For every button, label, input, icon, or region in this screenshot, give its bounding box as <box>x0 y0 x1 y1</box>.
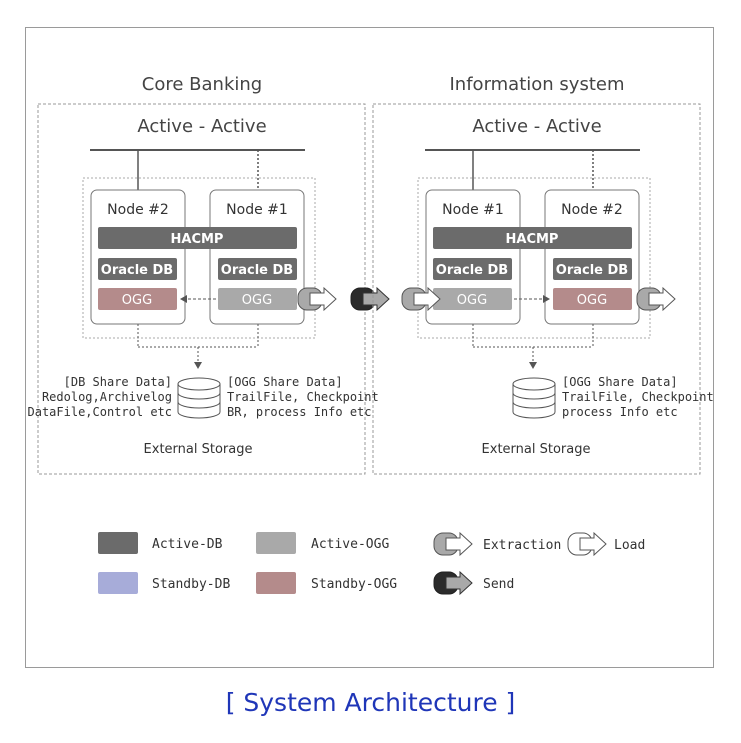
load-icon-in <box>401 287 441 311</box>
db-share-line1: Redolog,Archivelog <box>42 390 172 404</box>
db-share-line2: DataFile,Control etc <box>28 405 173 419</box>
legend-swatch-active-ogg <box>256 532 296 554</box>
information-system-cluster-boundary <box>417 177 651 339</box>
is-ogg-node2-label: OGG <box>577 293 607 308</box>
hacmp-bar <box>98 227 297 249</box>
legend-swatch-active-db <box>98 532 138 554</box>
database-storage-icon <box>177 377 221 419</box>
ogg-node2-standby <box>98 288 177 310</box>
is-hacmp-bar <box>433 227 632 249</box>
is-oracle-db-node1 <box>433 258 512 280</box>
is-node1-label: Node #1 <box>442 202 504 218</box>
is-ogg-node1-active <box>433 288 512 310</box>
figure-caption: [ System Architecture ] <box>225 688 516 717</box>
ogg-node1-active <box>218 288 297 310</box>
information-system-mode-label: Active - Active <box>472 116 601 137</box>
legend-send-icon <box>433 571 473 595</box>
is-extraction-icon <box>636 287 676 311</box>
external-storage-label: External Storage <box>144 442 253 457</box>
legend-label-send: Send <box>483 577 514 592</box>
extraction-icon <box>297 287 337 311</box>
oracle-db-node1 <box>218 258 297 280</box>
ogg-share-line1: TrailFile, Checkpoint <box>227 390 379 404</box>
hacmp-label: HACMP <box>171 232 224 247</box>
oracle-db-node1-label: Oracle DB <box>221 263 293 278</box>
legend-label-active-db: Active-DB <box>152 537 223 552</box>
is-hacmp-label: HACMP <box>506 232 559 247</box>
ogg-share-line2: BR, process Info etc <box>227 405 372 419</box>
ogg-share-title: [OGG Share Data] <box>227 375 343 389</box>
is-oracle-db-node2-label: Oracle DB <box>556 263 628 278</box>
node2-label: Node #2 <box>107 202 169 218</box>
legend-label-load: Load <box>614 538 645 553</box>
core-banking-title: Core Banking <box>142 74 262 95</box>
legend-label-standby-ogg: Standby-OGG <box>311 577 397 592</box>
legend-label-active-ogg: Active-OGG <box>311 537 389 552</box>
oracle-db-node2-label: Oracle DB <box>101 263 173 278</box>
legend: Active-DB Active-OGG Standby-DB Standby-… <box>98 532 645 595</box>
is-oracle-db-node1-label: Oracle DB <box>436 263 508 278</box>
diagram-frame <box>25 27 714 668</box>
is-database-storage-icon <box>512 377 556 419</box>
core-banking-system: Core Banking Active - Active Node #2 Nod… <box>28 74 379 475</box>
core-banking-mode-label: Active - Active <box>137 116 266 137</box>
is-ogg-share-line2: process Info etc <box>562 405 678 419</box>
legend-extraction-icon <box>433 532 473 556</box>
ogg-node2-label: OGG <box>122 293 152 308</box>
is-node2-label: Node #2 <box>561 202 623 218</box>
is-ogg-node2-standby <box>553 288 632 310</box>
core-banking-cluster-boundary <box>82 177 316 339</box>
information-system-boundary <box>372 103 701 475</box>
information-system: Information system Active - Active Node … <box>372 74 714 475</box>
legend-label-extraction: Extraction <box>483 538 561 553</box>
system-architecture-diagram: Core Banking Active - Active Node #2 Nod… <box>28 74 714 595</box>
legend-load-icon <box>567 532 607 556</box>
is-ogg-share-title: [OGG Share Data] <box>562 375 678 389</box>
legend-swatch-standby-db <box>98 572 138 594</box>
db-share-title: [DB Share Data] <box>64 375 172 389</box>
oracle-db-node2 <box>98 258 177 280</box>
information-system-title: Information system <box>450 74 625 95</box>
ogg-node1-label: OGG <box>242 293 272 308</box>
is-ogg-node1-label: OGG <box>457 293 487 308</box>
legend-swatch-standby-ogg <box>256 572 296 594</box>
node1-label: Node #1 <box>226 202 288 218</box>
send-icon <box>350 287 390 311</box>
is-external-storage-label: External Storage <box>482 442 591 457</box>
is-oracle-db-node2 <box>553 258 632 280</box>
is-ogg-share-line1: TrailFile, Checkpoint <box>562 390 714 404</box>
legend-label-standby-db: Standby-DB <box>152 577 230 592</box>
